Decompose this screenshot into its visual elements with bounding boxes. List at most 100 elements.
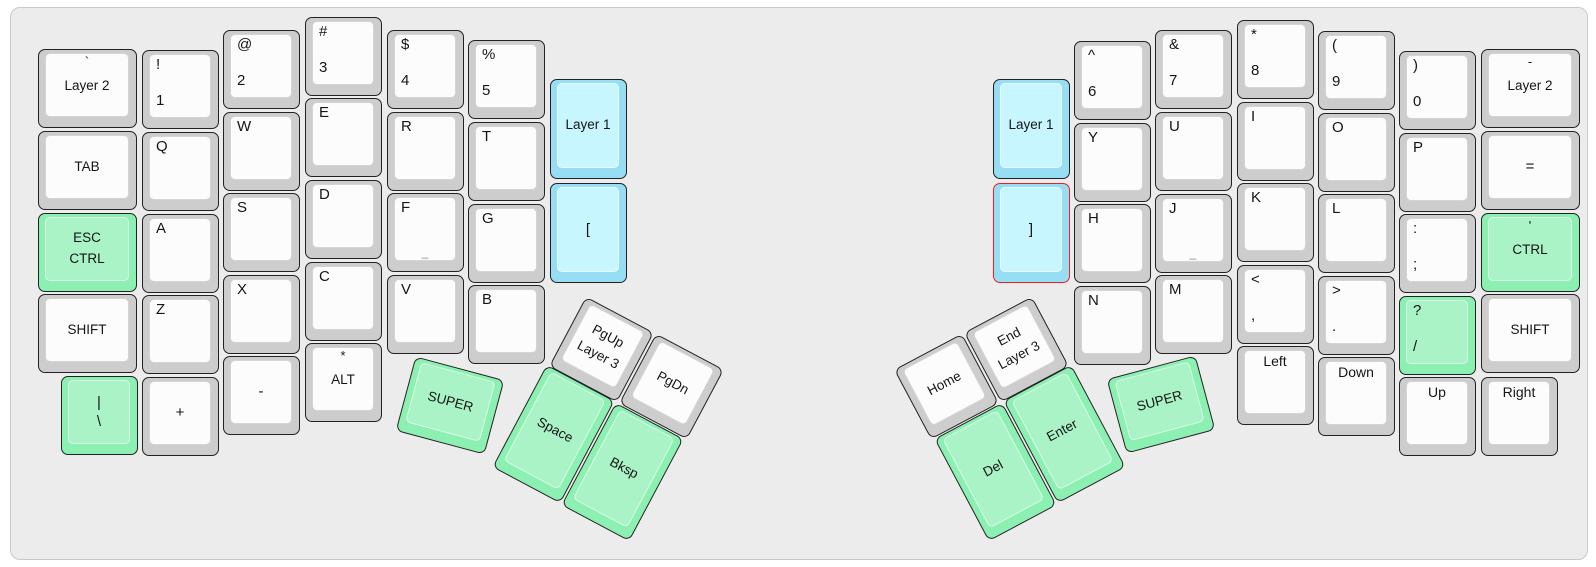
key-legend: 3	[319, 59, 328, 76]
key-legend: PgUp Layer 3	[574, 321, 626, 372]
key-u[interactable]: U	[1155, 112, 1232, 191]
key-shift-left[interactable]: SHIFT	[38, 294, 137, 373]
key-comma[interactable]: <,	[1237, 265, 1314, 344]
key-x[interactable]: X	[223, 275, 300, 354]
keycap-top: ESC CTRL	[45, 217, 129, 281]
keycap-top: SHIFT	[45, 298, 129, 362]
keycap-top: Layer 1	[1000, 83, 1062, 168]
key-up[interactable]: Up	[1399, 377, 1476, 456]
key-legend: Y	[1088, 129, 1099, 146]
key-9[interactable]: (9	[1318, 31, 1395, 110]
key-l[interactable]: L	[1318, 194, 1395, 273]
key-legend: .	[1332, 318, 1337, 335]
keycap-top: T	[475, 126, 537, 190]
keycap-top: Left	[1244, 350, 1306, 414]
key-t[interactable]: T	[468, 122, 545, 201]
key-j[interactable]: J_	[1155, 194, 1232, 273]
keycap-top: C	[312, 266, 374, 330]
key-2[interactable]: @2	[223, 30, 300, 109]
keycap-top: Y	[1081, 127, 1143, 191]
keycap-top: #3	[312, 21, 374, 85]
key-6[interactable]: ^6	[1074, 41, 1151, 120]
key-p[interactable]: P	[1399, 133, 1476, 212]
key-v[interactable]: V	[387, 275, 464, 354]
keycap-top: R	[394, 116, 456, 180]
key-left[interactable]: Left	[1237, 346, 1314, 425]
key-legend: $	[401, 36, 410, 53]
key-g[interactable]: G	[468, 204, 545, 283]
key-slash[interactable]: ?/	[1399, 296, 1476, 375]
keycap-top: -	[230, 360, 292, 424]
key-legend: O	[1332, 119, 1344, 136]
key-legend: Down	[1338, 364, 1374, 380]
key-legend: 8	[1251, 62, 1260, 79]
keycap-top: &7	[1162, 34, 1224, 98]
key-down[interactable]: Down	[1318, 357, 1395, 436]
key-d[interactable]: D	[305, 180, 382, 259]
key-quote-ctrl[interactable]: 'CTRL	[1481, 213, 1580, 292]
key-i[interactable]: I	[1237, 102, 1314, 181]
key-h[interactable]: H	[1074, 204, 1151, 283]
key-legend: SUPER	[426, 387, 476, 414]
key-r[interactable]: R	[387, 112, 464, 191]
key-minus-left[interactable]: -	[223, 356, 300, 435]
key-m[interactable]: M	[1155, 275, 1232, 354]
key-y[interactable]: Y	[1074, 123, 1151, 202]
keycap-top: I	[1244, 106, 1306, 170]
key-minus-layer2[interactable]: -Layer 2	[1481, 49, 1580, 128]
key-w[interactable]: W	[223, 112, 300, 191]
keycap-top: J_	[1162, 198, 1224, 262]
key-s[interactable]: S	[223, 193, 300, 272]
key-super-right[interactable]: SUPER	[1106, 354, 1216, 454]
key-pipe-backslash[interactable]: | \	[61, 376, 138, 455]
key-rbracket[interactable]: ]	[993, 183, 1070, 283]
key-legend: C	[319, 268, 330, 285]
key-semicolon[interactable]: :;	[1399, 214, 1476, 293]
key-e[interactable]: E	[305, 98, 382, 177]
key-c[interactable]: C	[305, 262, 382, 341]
key-equals[interactable]: =	[1481, 131, 1580, 210]
key-period[interactable]: >.	[1318, 276, 1395, 355]
keycap-top: Q	[149, 136, 211, 200]
key-f[interactable]: F_	[387, 193, 464, 272]
key-right[interactable]: Right	[1481, 377, 1558, 456]
key-7[interactable]: &7	[1155, 30, 1232, 109]
key-8[interactable]: *8	[1237, 20, 1314, 99]
key-4[interactable]: $4	[387, 30, 464, 109]
key-o[interactable]: O	[1318, 113, 1395, 192]
key-k[interactable]: K	[1237, 183, 1314, 262]
key-q[interactable]: Q	[142, 132, 219, 211]
key-super-left[interactable]: SUPER	[395, 355, 505, 455]
key-esc-ctrl[interactable]: ESC CTRL	[38, 213, 137, 292]
key-legend: Home	[924, 367, 963, 398]
key-lbracket[interactable]: [	[550, 183, 627, 283]
key-legend: ;	[1413, 256, 1418, 273]
key-legend: Layer 1	[565, 117, 611, 133]
key-3[interactable]: #3	[305, 17, 382, 96]
keycap-top: SUPER	[1114, 360, 1205, 441]
key-layer1-right[interactable]: Layer 1	[993, 79, 1070, 179]
key-5[interactable]: %5	[468, 40, 545, 119]
key-alt[interactable]: *ALT	[305, 343, 382, 422]
key-legend: 4	[401, 72, 410, 89]
key-a[interactable]: A	[142, 214, 219, 293]
key-tab[interactable]: TAB	[38, 131, 137, 210]
key-plus[interactable]: +	[142, 377, 219, 456]
key-legend: Z	[156, 301, 166, 318]
key-legend: K	[1251, 189, 1262, 206]
key-legend: <	[1251, 271, 1260, 288]
keycap-top: %5	[475, 44, 537, 108]
key-grave-layer2[interactable]: `Layer 2	[38, 49, 137, 128]
key-legend: Q	[156, 138, 168, 155]
key-legend: '	[1528, 218, 1532, 233]
key-layer1-left[interactable]: Layer 1	[550, 79, 627, 179]
key-z[interactable]: Z	[142, 295, 219, 374]
key-n[interactable]: N	[1074, 286, 1151, 365]
key-legend: N	[1088, 292, 1099, 309]
key-legend: (	[1332, 37, 1337, 54]
key-legend: TAB	[74, 158, 100, 174]
key-b[interactable]: B	[468, 285, 545, 364]
key-0[interactable]: )0	[1399, 51, 1476, 130]
key-shift-right[interactable]: SHIFT	[1481, 294, 1580, 373]
key-1[interactable]: !1	[142, 50, 219, 129]
